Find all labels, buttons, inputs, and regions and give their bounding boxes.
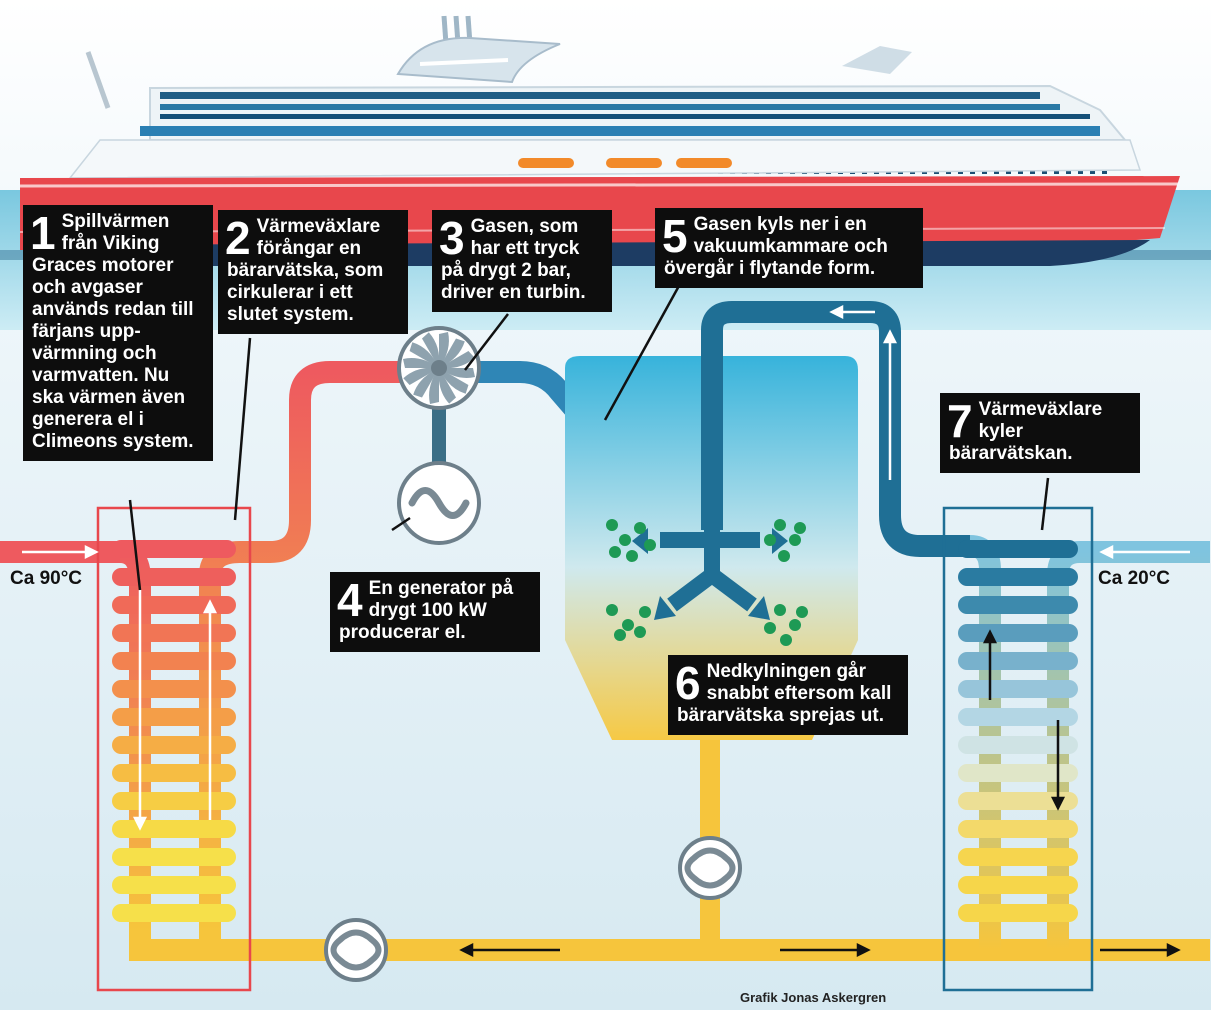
pump-icon xyxy=(678,836,742,900)
credit-line: Grafik Jonas Askergren xyxy=(740,990,887,1005)
callout-text: En generator på drygt 100 kW producerar … xyxy=(339,578,514,643)
callout-text: Värmeväxlare kyler bärarvätskan. xyxy=(949,399,1103,464)
heat-exchanger-icon xyxy=(96,506,252,992)
turbin-icon xyxy=(397,326,481,462)
callout-number: 6 xyxy=(675,657,701,709)
generator-icon xyxy=(397,461,481,545)
callout-1: 1 Spillvärmen från Viking Graces motorer… xyxy=(23,205,213,461)
callout-text: Nedkylningen går snabbt eftersom kall bä… xyxy=(677,661,892,726)
callout-number: 2 xyxy=(225,212,251,264)
ship-illustration xyxy=(19,15,1180,266)
callout-4: 4 En generator på drygt 100 kW producera… xyxy=(330,572,540,652)
callout-number: 7 xyxy=(947,395,973,447)
callout-number: 4 xyxy=(337,574,363,626)
temp-cold-label: Ca 20°C xyxy=(1098,568,1171,589)
callout-number: 1 xyxy=(30,207,56,259)
temp-hot-label: Ca 90°C xyxy=(10,568,83,589)
callout-text: Gasen kyls ner i en vakuumkammare och öv… xyxy=(664,214,888,279)
callout-text: Gasen, som har ett tryck på drygt 2 bar,… xyxy=(441,216,586,303)
callout-7: 7 Värmeväxlare kyler bärarvätskan. xyxy=(940,393,1140,473)
callout-6: 6 Nedkylningen går snabbt eftersom kall … xyxy=(668,655,908,735)
pump-icon xyxy=(324,918,388,982)
callout-text: Spillvärmen från Viking Graces motorer o… xyxy=(32,211,194,452)
callout-2: 2 Värmeväxlare förångar en bärarvätska, … xyxy=(218,210,408,334)
callout-3: 3 Gasen, som har ett tryck på drygt 2 ba… xyxy=(432,210,612,312)
heat-exchanger-icon xyxy=(942,506,1094,992)
callout-5: 5 Gasen kyls ner i en vakuumkammare och … xyxy=(655,208,923,288)
callout-number: 5 xyxy=(662,210,688,262)
callout-number: 3 xyxy=(439,212,465,264)
callout-text: Värmeväxlare förångar en bärarvätska, so… xyxy=(227,216,384,325)
